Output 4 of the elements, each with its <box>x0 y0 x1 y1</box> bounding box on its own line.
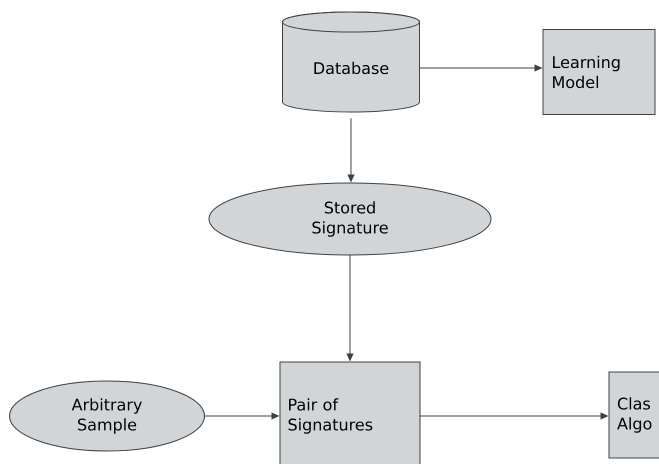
process-box: Clas Algo <box>608 372 659 458</box>
process-box: Pair of Signatures <box>280 362 420 464</box>
process-box: Learning Model <box>542 29 656 115</box>
database-cylinder: Database <box>282 12 420 112</box>
